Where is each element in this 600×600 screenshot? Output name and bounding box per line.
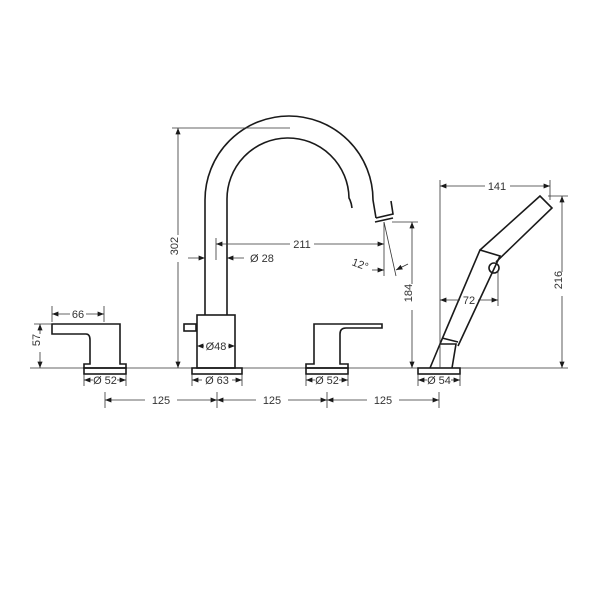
dim-handshower-reach: 141 <box>439 180 551 368</box>
label-handle-height: 57 <box>31 334 43 346</box>
dim-left-base: Ø 52 <box>83 374 127 387</box>
label-spout-height: 302 <box>169 237 181 255</box>
label-handle-width: 66 <box>72 309 84 321</box>
dim-outlet-height: 184 <box>392 221 418 368</box>
label-spout-diameter: Ø 28 <box>250 253 274 265</box>
dim-spout-body: Ø48 <box>197 341 235 353</box>
dim-spout-diameter: Ø 28 <box>188 253 274 265</box>
dim-handle-width: 66 <box>51 306 105 322</box>
dim-spacings: 125 125 125 <box>104 392 440 408</box>
label-spout-base: Ø 63 <box>205 375 229 387</box>
label-spout-angle: 12° <box>350 257 370 274</box>
dim-handshower-offset: 72 <box>440 270 499 307</box>
label-outlet-height: 184 <box>403 284 415 302</box>
spout <box>183 115 394 375</box>
label-spout-reach: 211 <box>293 239 311 251</box>
label-handshower-reach: 141 <box>488 181 506 193</box>
right-handle <box>305 323 383 375</box>
label-handshower-height: 216 <box>553 271 565 289</box>
dim-handshower-base: Ø 54 <box>417 374 461 387</box>
label-right-base: Ø 52 <box>315 375 339 387</box>
label-spacing-3: 125 <box>374 395 392 407</box>
label-spacing-2: 125 <box>263 395 281 407</box>
dim-spout-height: 302 <box>169 127 290 368</box>
left-handle <box>51 323 127 375</box>
label-spout-body: Ø48 <box>206 341 227 353</box>
label-spacing-1: 125 <box>152 395 170 407</box>
label-handshower-base: Ø 54 <box>427 375 451 387</box>
label-handshower-offset: 72 <box>463 295 475 307</box>
dim-spout-base: Ø 63 <box>191 374 243 387</box>
dim-spout-angle: 12° <box>350 221 409 277</box>
dim-handle-height: 57 <box>31 323 52 368</box>
dim-spout-reach: 211 <box>215 238 384 260</box>
label-left-base: Ø 52 <box>93 375 117 387</box>
dim-right-base: Ø 52 <box>305 374 349 387</box>
hand-shower <box>417 194 554 375</box>
dim-handshower-height: 216 <box>548 195 568 368</box>
